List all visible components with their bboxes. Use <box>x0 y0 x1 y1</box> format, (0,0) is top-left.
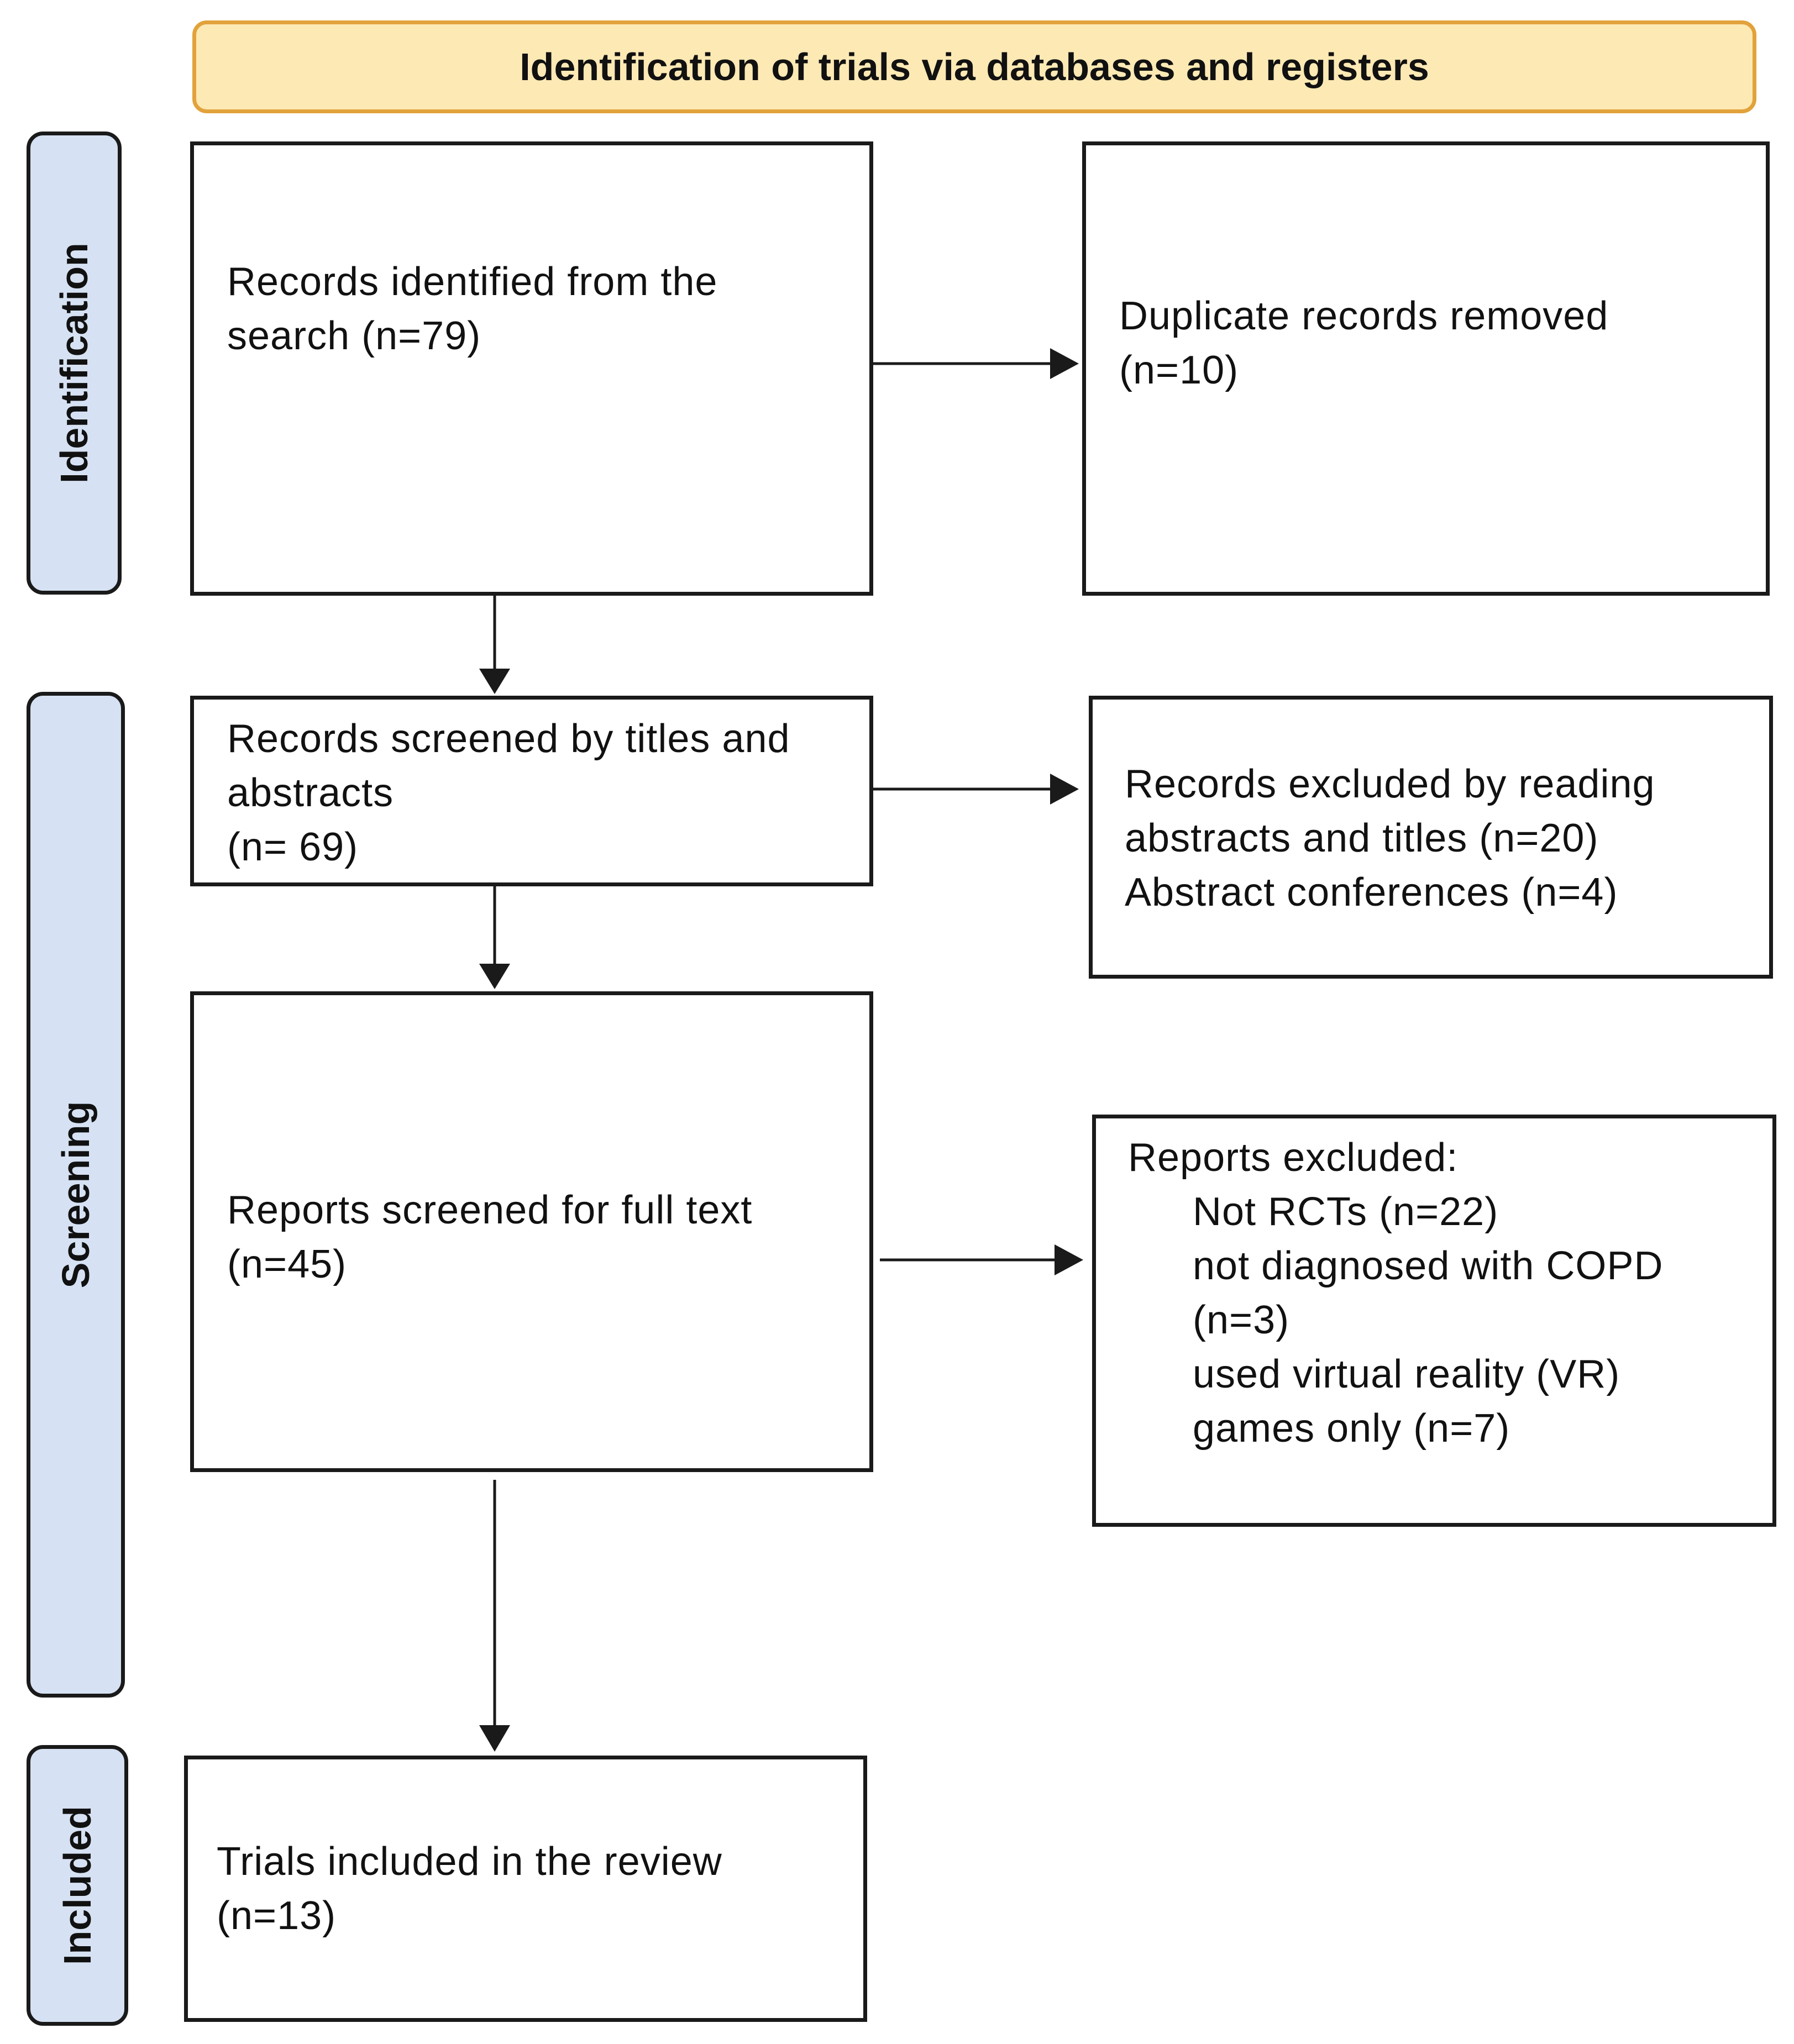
stage-included-label: Included <box>56 1806 99 1965</box>
exclusion-reason-line: games only (n=7) <box>1193 1406 1510 1451</box>
arrowhead <box>1050 774 1079 805</box>
exclusion-reason-line: (n=3) <box>1193 1298 1290 1342</box>
box-text-line: (n= 69) <box>227 825 359 869</box>
reports-screened-box: Reports screened for full text (n=45) <box>190 991 873 1472</box>
box-text-line: Reports excluded: <box>1128 1136 1459 1180</box>
exclusion-reason-line: not diagnosed with COPD <box>1193 1244 1664 1288</box>
arrowhead <box>479 964 510 989</box>
box-text-line: (n=13) <box>217 1894 337 1938</box>
stage-identification: Identification <box>27 132 122 595</box>
stage-included: Included <box>27 1745 128 2026</box>
arrowhead <box>1055 1244 1083 1275</box>
arrowhead <box>1050 348 1079 379</box>
stage-screening-label: Screening <box>54 1101 97 1289</box>
records-screened-box: Records screened by titles and abstracts… <box>190 696 873 886</box>
box-text-line: Records screened by titles and <box>227 717 790 761</box>
flow-header-title: Identification of trials via databases a… <box>520 45 1429 88</box>
reports-excluded-box: Reports excluded: Not RCTs (n=22) not di… <box>1092 1115 1776 1527</box>
arrowhead <box>479 669 510 694</box>
box-text-line: Trials included in the review <box>217 1840 722 1884</box>
box-text-line: Reports screened for full text <box>227 1188 753 1232</box>
trials-included-box: Trials included in the review (n=13) <box>184 1756 867 2022</box>
box-text-line: abstracts and titles (n=20) <box>1125 816 1599 860</box>
box-text-line: (n=45) <box>227 1242 347 1286</box>
arrowhead <box>479 1725 510 1752</box>
flow-header: Identification of trials via databases a… <box>192 20 1756 113</box>
stage-screening: Screening <box>27 692 125 1698</box>
box-text-line: Abstract conferences (n=4) <box>1125 870 1618 915</box>
box-text-line: Duplicate records removed <box>1119 294 1609 338</box>
duplicates-removed-box: Duplicate records removed (n=10) <box>1082 141 1770 596</box>
box-text-line: Records identified from the <box>227 260 718 304</box>
exclusion-reason-line: Not RCTs (n=22) <box>1193 1190 1499 1234</box>
box-text-line: Records excluded by reading <box>1125 762 1655 806</box>
records-identified-box: Records identified from the search (n=79… <box>190 141 873 596</box>
box-text-line: (n=10) <box>1119 348 1239 392</box>
box-text-line: abstracts <box>227 771 394 815</box>
exclusion-reason-line: used virtual reality (VR) <box>1193 1352 1620 1396</box>
stage-identification-label: Identification <box>53 243 96 484</box>
box-text-line: search (n=79) <box>227 314 481 358</box>
records-excluded-box: Records excluded by reading abstracts an… <box>1089 696 1773 979</box>
